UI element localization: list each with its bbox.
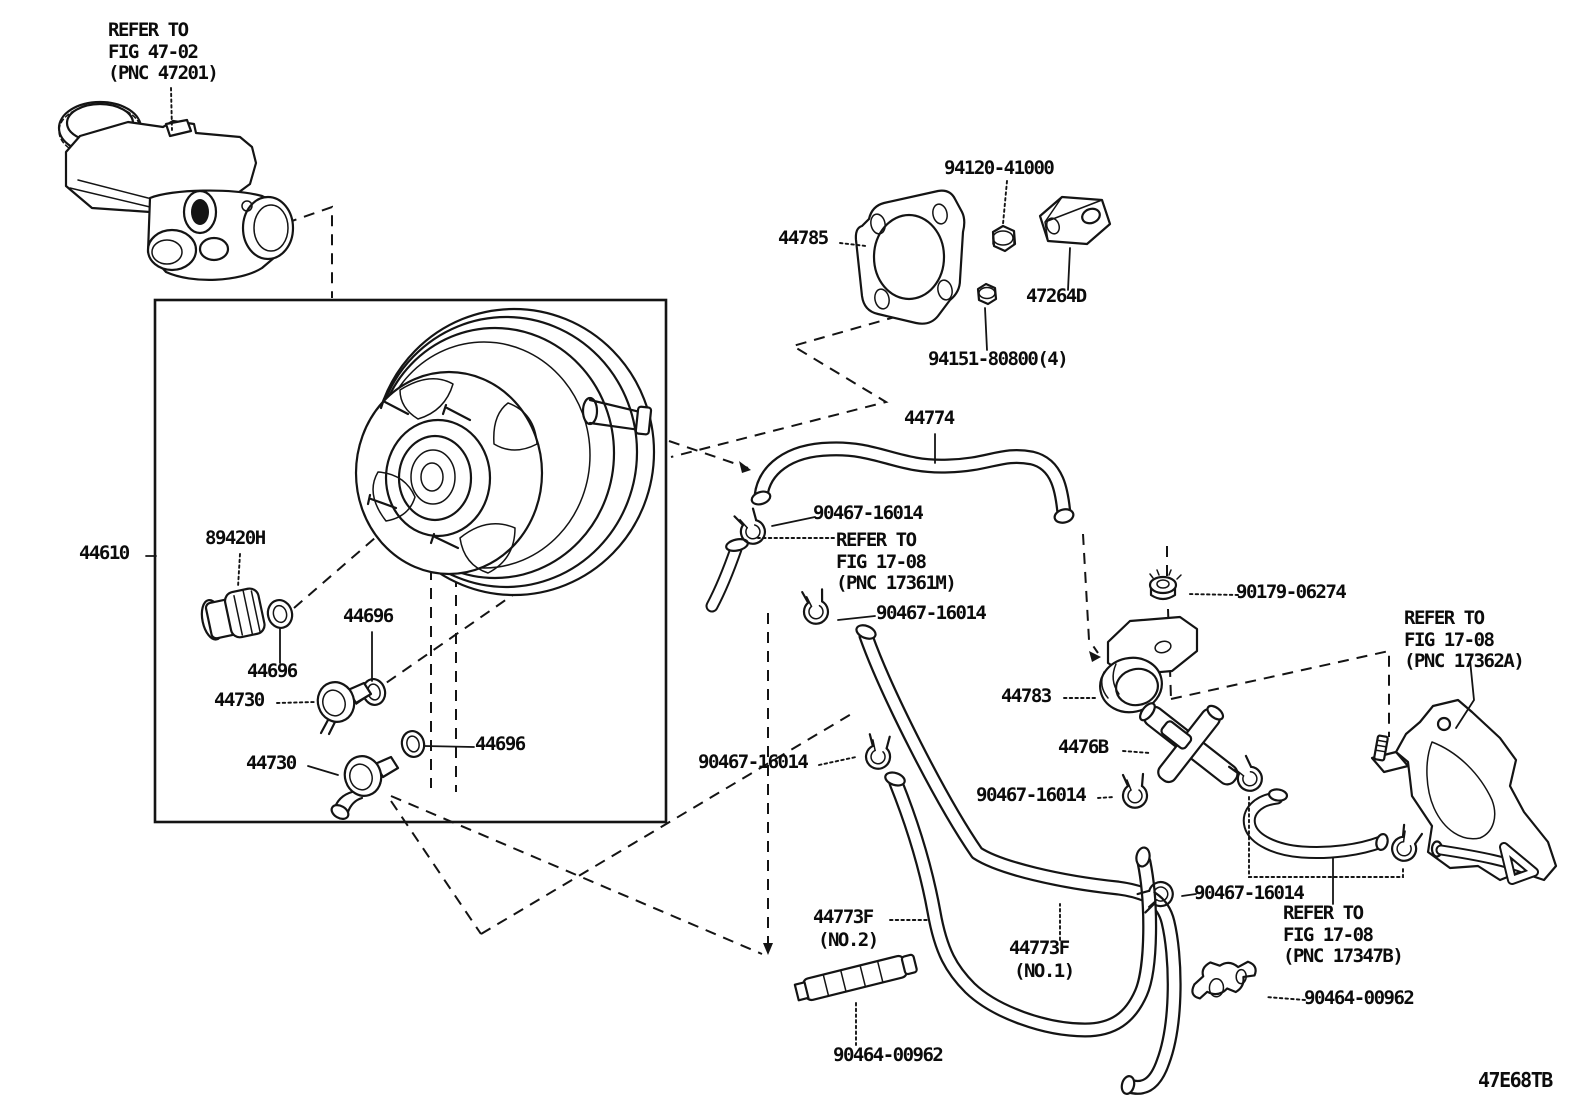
clamp-90467-16014-label-5: 90467-16014 xyxy=(1194,882,1305,904)
part-44773F-no1-label: 44773F xyxy=(1009,937,1070,959)
part-89420H-label: 89420H xyxy=(205,527,266,549)
part-44773F-no1-sub-label: (NO.1) xyxy=(1014,960,1075,982)
part-44783-label: 44783 xyxy=(1001,685,1052,707)
check-valve-44730-a xyxy=(316,681,373,736)
clamp-90467-16014-label-3: 90467-16014 xyxy=(698,751,809,773)
part-90179-06274-label: 90179-06274 xyxy=(1236,581,1347,603)
part-44730-label-b: 44730 xyxy=(246,752,297,774)
bracket-17362A-drawing xyxy=(1370,698,1558,885)
hose-44773F-no1-drawing xyxy=(855,624,1182,1095)
hose-17347B-drawing xyxy=(1242,788,1389,859)
part-94151-80800-label: 94151-80800(4) xyxy=(928,348,1069,370)
part-44785-label: 44785 xyxy=(778,227,829,249)
nut-94151-80800-drawing xyxy=(976,282,998,306)
part-44773F-no2-sub-label: (NO.2) xyxy=(818,929,879,951)
bracket-47264D-drawing xyxy=(1038,195,1112,246)
vacuum-switch-89420H-drawing xyxy=(200,587,266,641)
vacuum-hose-44774-drawing xyxy=(750,441,1075,524)
part-44610-label: 44610 xyxy=(79,542,130,564)
part-44696-label-a: 44696 xyxy=(247,660,298,682)
part-94120-41000-label: 94120-41000 xyxy=(944,157,1055,179)
part-4476B-label: 4476B xyxy=(1058,736,1109,758)
grommet-44696-b xyxy=(361,678,387,706)
grommet-44696-a xyxy=(266,599,294,629)
clamp-90467-16014-label-4: 90467-16014 xyxy=(976,784,1087,806)
part-47264D-label: 47264D xyxy=(1026,285,1087,307)
joint-90464-00962-b-drawing xyxy=(1191,960,1257,1000)
gasket-44785-drawing xyxy=(854,189,966,325)
brake-booster-drawing xyxy=(354,307,656,597)
part-44696-label-c: 44696 xyxy=(475,733,526,755)
nut-94120-41000-drawing xyxy=(991,224,1017,253)
clamp-90467-16014-label-1: 90467-16014 xyxy=(813,502,924,524)
diagram-code: 47E68TB xyxy=(1478,1068,1553,1092)
connector-4476B-drawing xyxy=(1139,702,1239,786)
part-44773F-no2-label: 44773F xyxy=(813,906,874,928)
hose-44773F-no2-drawing xyxy=(884,771,1158,1038)
part-44730-label-a: 44730 xyxy=(214,689,265,711)
part-90464-00962-label-1: 90464-00962 xyxy=(833,1044,944,1066)
part-44696-label-b: 44696 xyxy=(343,605,394,627)
nut-90179-06274-drawing xyxy=(1148,569,1182,601)
leader-lines xyxy=(145,87,1475,1046)
part-90464-00962-label-2: 90464-00962 xyxy=(1304,987,1415,1009)
hose-stub-17361M-drawing xyxy=(705,538,749,613)
grommet-44696-c xyxy=(400,730,426,758)
check-valve-44730-b xyxy=(330,755,400,820)
master-cylinder-drawing xyxy=(57,100,295,281)
joint-90464-00962-a-drawing xyxy=(793,953,918,1002)
booster-detail-box xyxy=(153,298,668,824)
grommet-44783-drawing xyxy=(1099,615,1199,714)
clamp-90467-16014-label-2: 90467-16014 xyxy=(876,602,987,624)
part-44774-label: 44774 xyxy=(904,407,955,429)
